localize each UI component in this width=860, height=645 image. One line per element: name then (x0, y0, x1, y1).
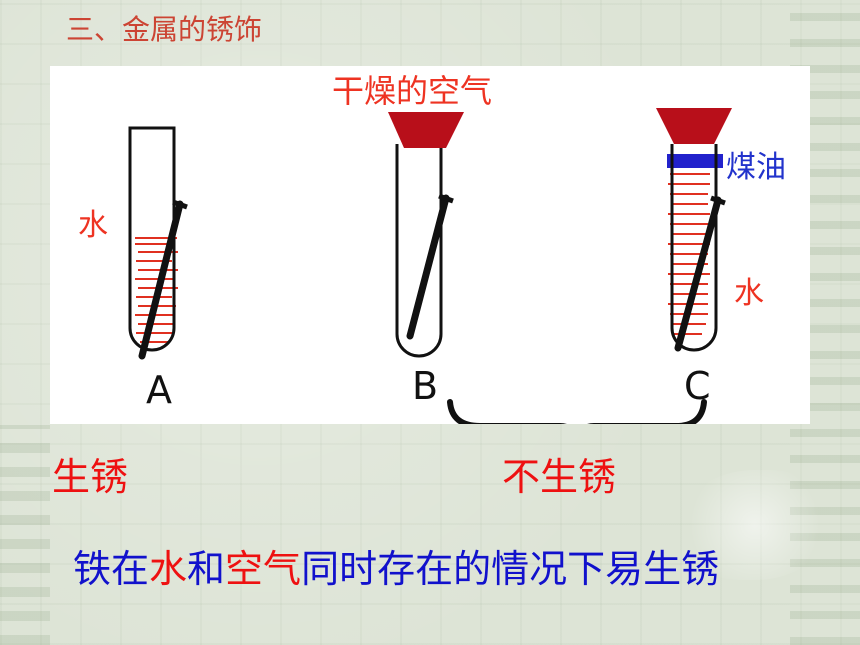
label-water-c: 水 (734, 276, 764, 311)
conclusion-part-1: 铁在 (73, 547, 150, 591)
tube-a-label: A (146, 368, 172, 412)
tube-a-glass (128, 126, 176, 352)
tube-b-nail-head (438, 193, 454, 204)
tube-c-kerosene (667, 154, 723, 168)
decorative-emblem (680, 470, 830, 580)
experiment-diagram: 干燥的空气 煤油 水 水 A B C (50, 66, 810, 443)
tube-a (128, 126, 188, 360)
result-rust: 生锈 (52, 455, 129, 499)
tube-c-nail-head (710, 195, 726, 206)
tube-c-label: C (684, 364, 711, 408)
conclusion-part-3: 和 (187, 547, 226, 591)
conclusion-water: 水 (149, 547, 188, 591)
result-no-rust: 不生锈 (502, 455, 617, 499)
conclusion-part-5: 同时存在的情况下易生锈 (301, 547, 720, 591)
tube-b-label: B (412, 364, 439, 408)
label-dry-air: 干燥的空气 (332, 72, 493, 110)
tube-a-nail (138, 200, 184, 360)
tube-b-stopper (388, 112, 464, 148)
tube-b (388, 112, 464, 358)
grouping-brace (447, 399, 707, 443)
decorative-border-left (0, 425, 50, 645)
slide-title: 三、金属的锈饰 (66, 13, 263, 46)
label-kerosene: 煤油 (726, 150, 786, 185)
label-water-a: 水 (78, 208, 108, 243)
tube-b-glass (395, 144, 443, 358)
tube-c-nail (674, 196, 722, 352)
conclusion-air: 空气 (225, 547, 302, 591)
tube-c-glass (670, 144, 718, 352)
tube-b-nail (406, 194, 450, 340)
tube-c-stopper (656, 108, 732, 144)
conclusion-sentence: 铁在水和空气同时存在的情况下易生锈 (73, 538, 719, 593)
tube-c (656, 108, 732, 352)
tube-a-nail-head (172, 199, 188, 210)
